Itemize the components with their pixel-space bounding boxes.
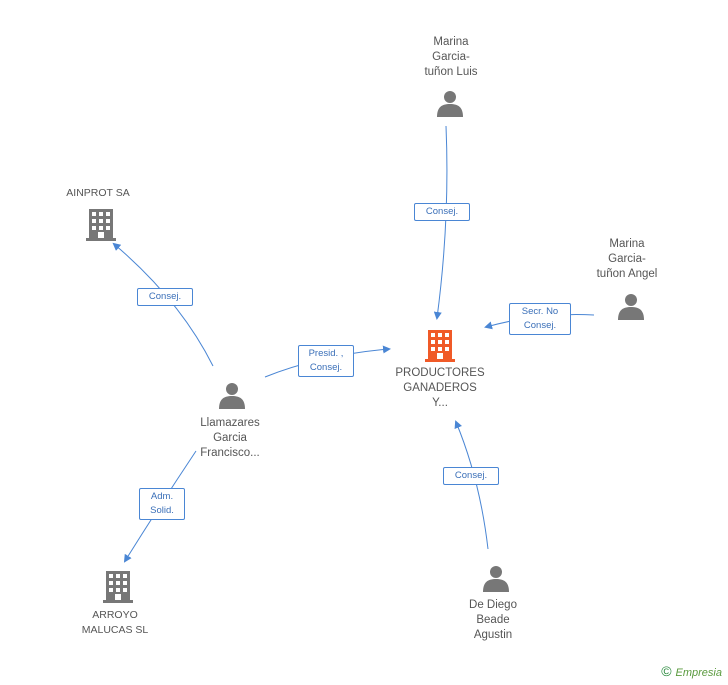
edge-label-marina-angel[interactable]: Secr. No Consej. xyxy=(509,303,571,335)
label-line: tuñon Luis xyxy=(424,66,478,78)
center-company-label[interactable]: PRODUCTORES GANADEROS Y... xyxy=(380,366,500,411)
label-line: Agustin xyxy=(473,629,513,641)
person-icon[interactable] xyxy=(218,381,246,409)
label-line: ARROYO xyxy=(92,609,138,621)
edge-de-diego xyxy=(454,420,489,550)
edge-label-line: Consej. xyxy=(425,206,459,217)
label-line: GANADEROS xyxy=(403,382,477,394)
person-icon[interactable] xyxy=(617,292,645,320)
edge-label-line: Solid. xyxy=(150,505,174,516)
label-line: PRODUCTORES xyxy=(395,367,485,379)
label-line: Marina xyxy=(609,238,645,250)
label-line: Garcia xyxy=(213,432,247,444)
edge-label-line: Consej. xyxy=(148,291,182,302)
company-label-arroyo[interactable]: ARROYO MALUCAS SL xyxy=(60,608,170,638)
edge-label-marina-luis[interactable]: Consej. xyxy=(414,203,470,221)
label-line: Y... xyxy=(432,397,448,409)
building-icon[interactable] xyxy=(86,207,116,241)
company-label-ainprot[interactable]: AINPROT SA xyxy=(48,186,148,201)
label-line: Francisco... xyxy=(200,447,260,459)
label-line: De Diego xyxy=(469,599,517,611)
label-line: Beade xyxy=(476,614,510,626)
label-line: tuñon Angel xyxy=(596,268,658,280)
label-line: MALUCAS SL xyxy=(81,624,149,636)
edge-label-de-diego[interactable]: Consej. xyxy=(443,467,499,485)
person-label-llamazares[interactable]: Llamazares Garcia Francisco... xyxy=(175,416,285,461)
edge-label-line: Consej. xyxy=(454,470,488,481)
copyright-symbol: © xyxy=(661,663,672,679)
edge-label-line: Consej. xyxy=(523,320,557,331)
label-line: Llamazares xyxy=(200,417,260,429)
edge-label-line: Consej. xyxy=(309,362,343,373)
person-label-de-diego[interactable]: De Diego Beade Agustin xyxy=(438,598,548,643)
building-icon[interactable] xyxy=(425,328,455,362)
person-label-marina-luis[interactable]: Marina Garcia- tuñon Luis xyxy=(396,35,506,80)
footer-brand: ©Empresia xyxy=(661,663,722,679)
label-line: Garcia- xyxy=(432,51,470,63)
edge-label-ainprot[interactable]: Consej. xyxy=(137,288,193,306)
edge-label-line: Presid. , xyxy=(308,348,344,359)
label-line: Marina xyxy=(433,36,469,48)
building-icon[interactable] xyxy=(103,569,133,603)
person-label-marina-angel[interactable]: Marina Garcia- tuñon Angel xyxy=(572,237,682,282)
edge-label-line: Secr. No xyxy=(521,306,559,317)
brand-name: Empresia xyxy=(675,667,722,679)
person-icon[interactable] xyxy=(436,89,464,117)
edge-label-arroyo[interactable]: Adm. Solid. xyxy=(139,488,185,520)
label-line: AINPROT SA xyxy=(66,187,130,199)
edge-marina-luis xyxy=(433,125,448,320)
label-line: Garcia- xyxy=(608,253,646,265)
edge-label-line: Adm. xyxy=(150,491,174,502)
edge-label-llamazares-center[interactable]: Presid. , Consej. xyxy=(298,345,354,377)
person-icon[interactable] xyxy=(482,564,510,592)
